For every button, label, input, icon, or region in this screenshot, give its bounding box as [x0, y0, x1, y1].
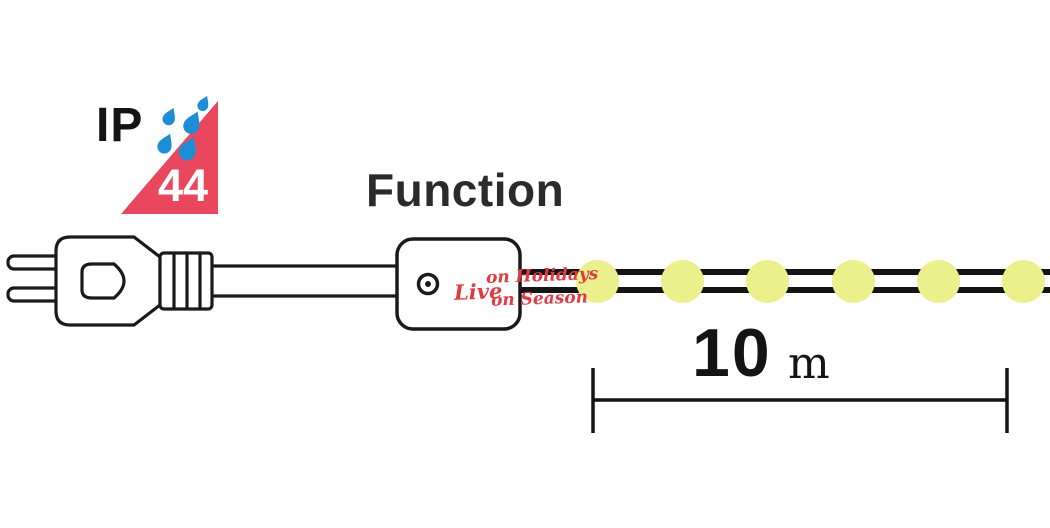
measurement-value: 10	[692, 315, 772, 391]
dimension-bracket	[591, 368, 1009, 433]
water-droplets-icon	[157, 95, 209, 161]
measurement-unit: m	[788, 338, 830, 389]
function-button-dot	[425, 281, 431, 287]
power-plug	[6, 235, 214, 327]
watermark-line1: on Holidays	[485, 264, 599, 288]
controller-box	[395, 237, 522, 331]
watermark-line3: on Season	[490, 287, 589, 311]
ip-label: IP	[96, 99, 144, 152]
supply-cable	[212, 264, 400, 298]
plug-grip-hole	[80, 262, 126, 300]
ip-rating: 44	[157, 160, 209, 211]
function-label: Function	[366, 164, 565, 216]
